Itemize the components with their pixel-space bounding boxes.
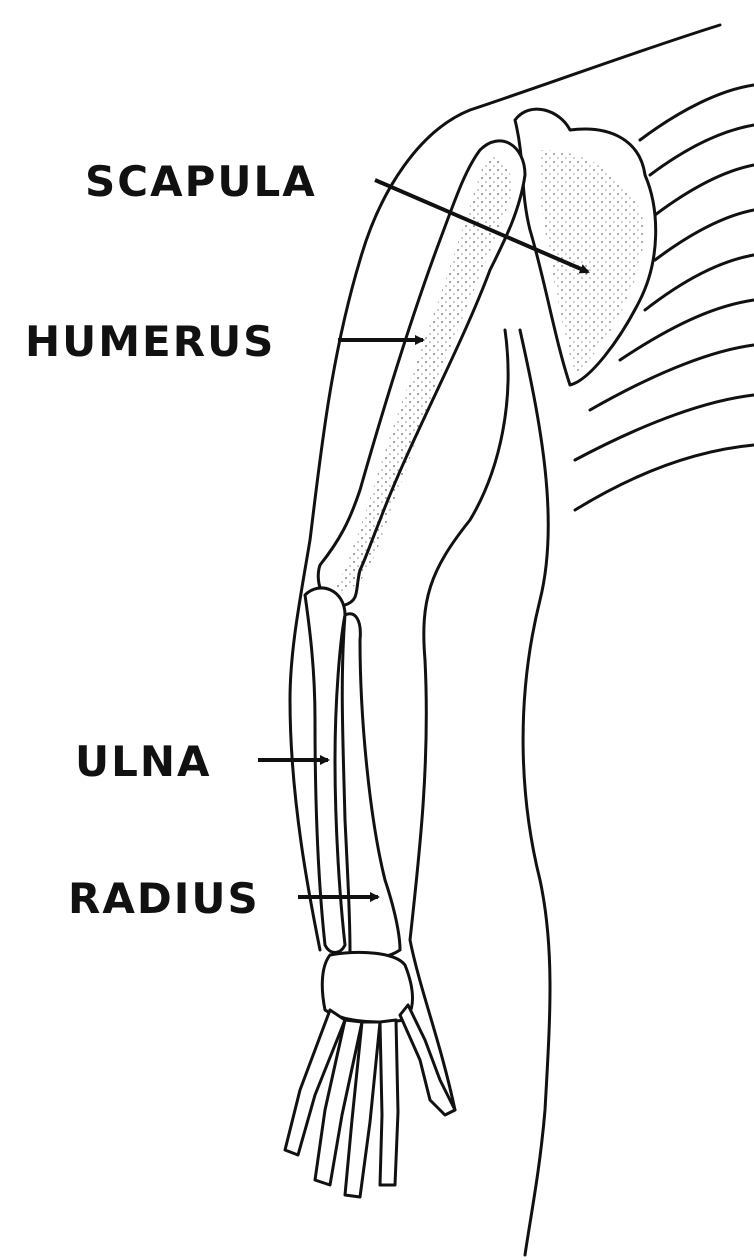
ribs — [573, 83, 754, 512]
body-outline — [288, 23, 722, 1257]
label-humerus: HUMERUS — [25, 317, 275, 366]
radius-bone — [340, 612, 402, 960]
hand-bones — [283, 950, 457, 1199]
label-ulna: ULNA — [75, 737, 212, 786]
arrow-scapula — [374, 178, 590, 274]
label-radius: RADIUS — [68, 874, 260, 923]
label-scapula: SCAPULA — [85, 157, 317, 206]
